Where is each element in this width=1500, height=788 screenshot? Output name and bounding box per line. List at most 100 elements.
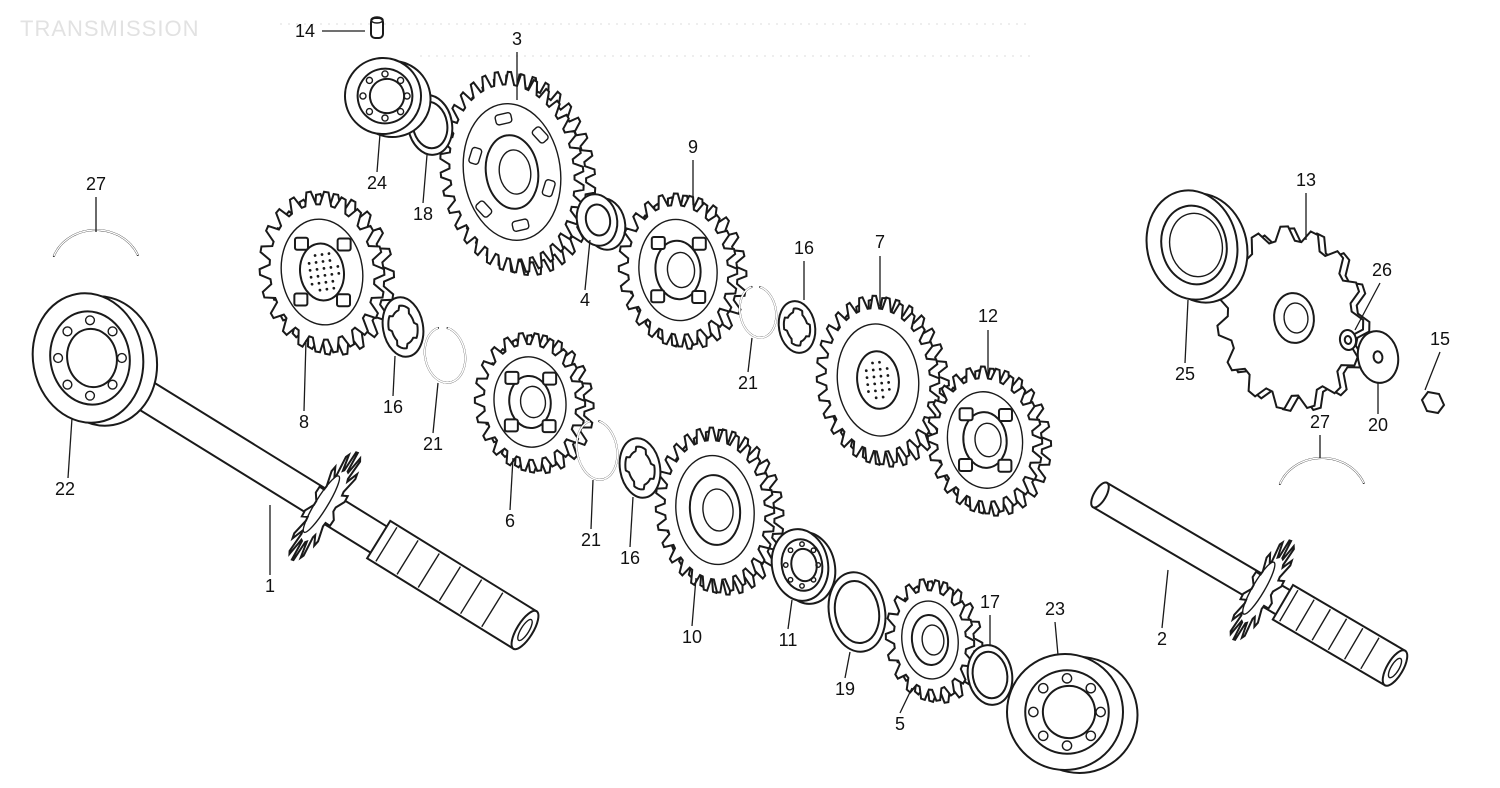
callout-leader-line [1424, 351, 1441, 391]
callout-leader-line [747, 337, 753, 373]
callout-leader-line [392, 355, 396, 397]
callout-number: 3 [512, 29, 522, 49]
part-24 [344, 57, 432, 138]
callout-12: 12 [978, 306, 998, 378]
part-23 [1006, 653, 1139, 774]
diagram-title: TRANSMISSION [20, 16, 199, 41]
part-21b [738, 285, 778, 339]
callout-leader-line [422, 154, 428, 204]
callout-leader-line [1054, 621, 1059, 656]
part-9 [617, 192, 748, 350]
part-27b [1278, 457, 1365, 485]
callout-20: 20 [1368, 383, 1388, 435]
callout-leader-line [787, 599, 793, 630]
part-16b [777, 300, 817, 354]
callout-15: 15 [1424, 329, 1450, 391]
callout-number: 8 [299, 412, 309, 432]
part-25 [1145, 189, 1249, 304]
callout-2: 2 [1157, 569, 1169, 649]
callout-21: 21 [581, 479, 601, 550]
callout-number: 6 [505, 511, 515, 531]
callout-26: 26 [1354, 260, 1392, 331]
part-19 [827, 571, 887, 653]
callout-number: 25 [1175, 364, 1195, 384]
callout-16: 16 [383, 355, 403, 417]
part-6 [473, 331, 595, 475]
callout-number: 11 [779, 630, 798, 650]
callout-leader-line [67, 417, 73, 479]
part-5 [884, 578, 984, 704]
part-17 [966, 644, 1014, 706]
callout-11: 11 [779, 599, 798, 650]
part-22 [31, 292, 159, 427]
callout-number: 22 [55, 479, 75, 499]
callout-number: 21 [738, 373, 758, 393]
callout-leader-line [1161, 569, 1169, 629]
callout-number: 12 [978, 306, 998, 326]
part-8 [258, 190, 396, 356]
callout-leader-line [432, 382, 439, 434]
callout-16: 16 [620, 496, 640, 568]
callout-number: 13 [1296, 170, 1316, 190]
part-26 [1338, 329, 1358, 351]
callout-9: 9 [688, 137, 698, 205]
callout-number: 16 [383, 397, 403, 417]
callout-number: 23 [1045, 599, 1065, 619]
callout-number: 16 [620, 548, 640, 568]
callout-number: 26 [1372, 260, 1392, 280]
callout-number: 9 [688, 137, 698, 157]
callout-4: 4 [580, 239, 591, 310]
callout-number: 15 [1430, 329, 1450, 349]
callout-number: 7 [875, 232, 885, 252]
callout-16: 16 [794, 238, 814, 300]
part-12 [926, 365, 1053, 517]
callout-number: 27 [86, 174, 106, 194]
callout-leader-line [691, 577, 697, 627]
callout-21: 21 [738, 337, 758, 393]
faint-header-rule [280, 23, 1030, 57]
callout-10: 10 [682, 577, 702, 647]
part-10 [654, 426, 785, 596]
callout-number: 21 [423, 434, 443, 454]
callout-leader-line [509, 457, 514, 511]
callout-number: 27 [1310, 412, 1330, 432]
callout-21: 21 [423, 382, 443, 454]
part-2 [1090, 481, 1409, 687]
callout-27: 27 [1310, 412, 1330, 458]
callout-number: 21 [581, 530, 601, 550]
callout-leader-line [376, 133, 381, 173]
callout-leader-line [899, 687, 913, 714]
part-21a [423, 327, 467, 384]
callout-17: 17 [980, 592, 1000, 645]
callout-19: 19 [835, 651, 855, 699]
callout-number: 14 [295, 21, 315, 41]
part-21c [575, 420, 619, 481]
part-16a [381, 296, 425, 358]
callout-7: 7 [875, 232, 885, 306]
part-1 [129, 377, 540, 651]
callout-number: 24 [367, 173, 387, 193]
callout-8: 8 [299, 339, 309, 432]
callout-23: 23 [1045, 599, 1065, 656]
callout-leader-line [584, 239, 591, 291]
callout-27: 27 [86, 174, 106, 232]
callout-leader-line [1184, 299, 1189, 364]
callout-leader-line [303, 339, 307, 412]
callout-leader-line [590, 479, 594, 530]
callout-leader-line [844, 651, 851, 679]
part-11 [770, 528, 837, 605]
callout-14: 14 [295, 21, 365, 41]
callout-number: 1 [265, 576, 275, 596]
part-7 [815, 294, 950, 468]
part-14 [370, 16, 384, 39]
callout-25: 25 [1175, 299, 1195, 384]
part-16c [618, 437, 662, 499]
callout-number: 18 [413, 204, 433, 224]
part-20 [1356, 330, 1400, 384]
callout-22: 22 [55, 417, 75, 499]
callout-number: 16 [794, 238, 814, 258]
parts-layer [31, 16, 1446, 774]
callout-24: 24 [367, 133, 387, 193]
